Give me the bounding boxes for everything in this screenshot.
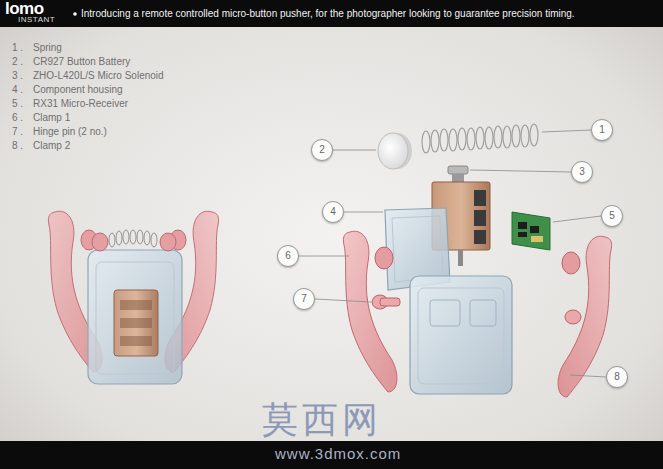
callout-circle: 4 <box>322 201 344 223</box>
watermark-url: www.3dmox.com <box>275 446 401 463</box>
part-name: Spring <box>33 42 62 53</box>
part-name: Component housing <box>33 84 123 95</box>
part-name: ZHO-L420L/S Micro Solenoid <box>33 70 164 81</box>
part-number: 5 . <box>12 98 23 109</box>
callout-number: 7 <box>301 294 307 304</box>
callout-circle: 3 <box>571 161 593 183</box>
part-number: 7 . <box>12 126 23 137</box>
callout-number: 3 <box>579 167 585 177</box>
callout-circle: 8 <box>606 366 628 388</box>
callout-number: 8 <box>614 372 620 382</box>
callout-circle: 5 <box>601 205 623 227</box>
callout-circle: 7 <box>293 288 315 310</box>
callout-number: 4 <box>330 207 336 217</box>
callout-number: 1 <box>599 125 605 135</box>
watermark: 莫西网 <box>262 400 382 440</box>
headline: Introducing a remote controlled micro-bu… <box>81 8 575 19</box>
logo-subtext: INSTANT <box>18 16 55 25</box>
part-number: 3 . <box>12 70 23 81</box>
part-number: 6 . <box>12 112 23 123</box>
part-name: RX31 Micro-Receiver <box>33 98 128 109</box>
part-number: 2 . <box>12 56 23 67</box>
callout-circle: 1 <box>591 119 613 141</box>
part-name: Hinge pin (2 no.) <box>33 126 107 137</box>
part-name: Clamp 1 <box>33 112 70 123</box>
part-name: Clamp 2 <box>33 140 70 151</box>
callout-number: 2 <box>319 145 325 155</box>
part-number: 4 . <box>12 84 23 95</box>
part-number: 1 . <box>12 42 23 53</box>
callout-circle: 6 <box>277 245 299 267</box>
callout-circle: 2 <box>311 139 333 161</box>
part-name: CR927 Button Battery <box>33 56 130 67</box>
callout-number: 6 <box>285 251 291 261</box>
callout-number: 5 <box>609 211 615 221</box>
part-number: 8 . <box>12 140 23 151</box>
